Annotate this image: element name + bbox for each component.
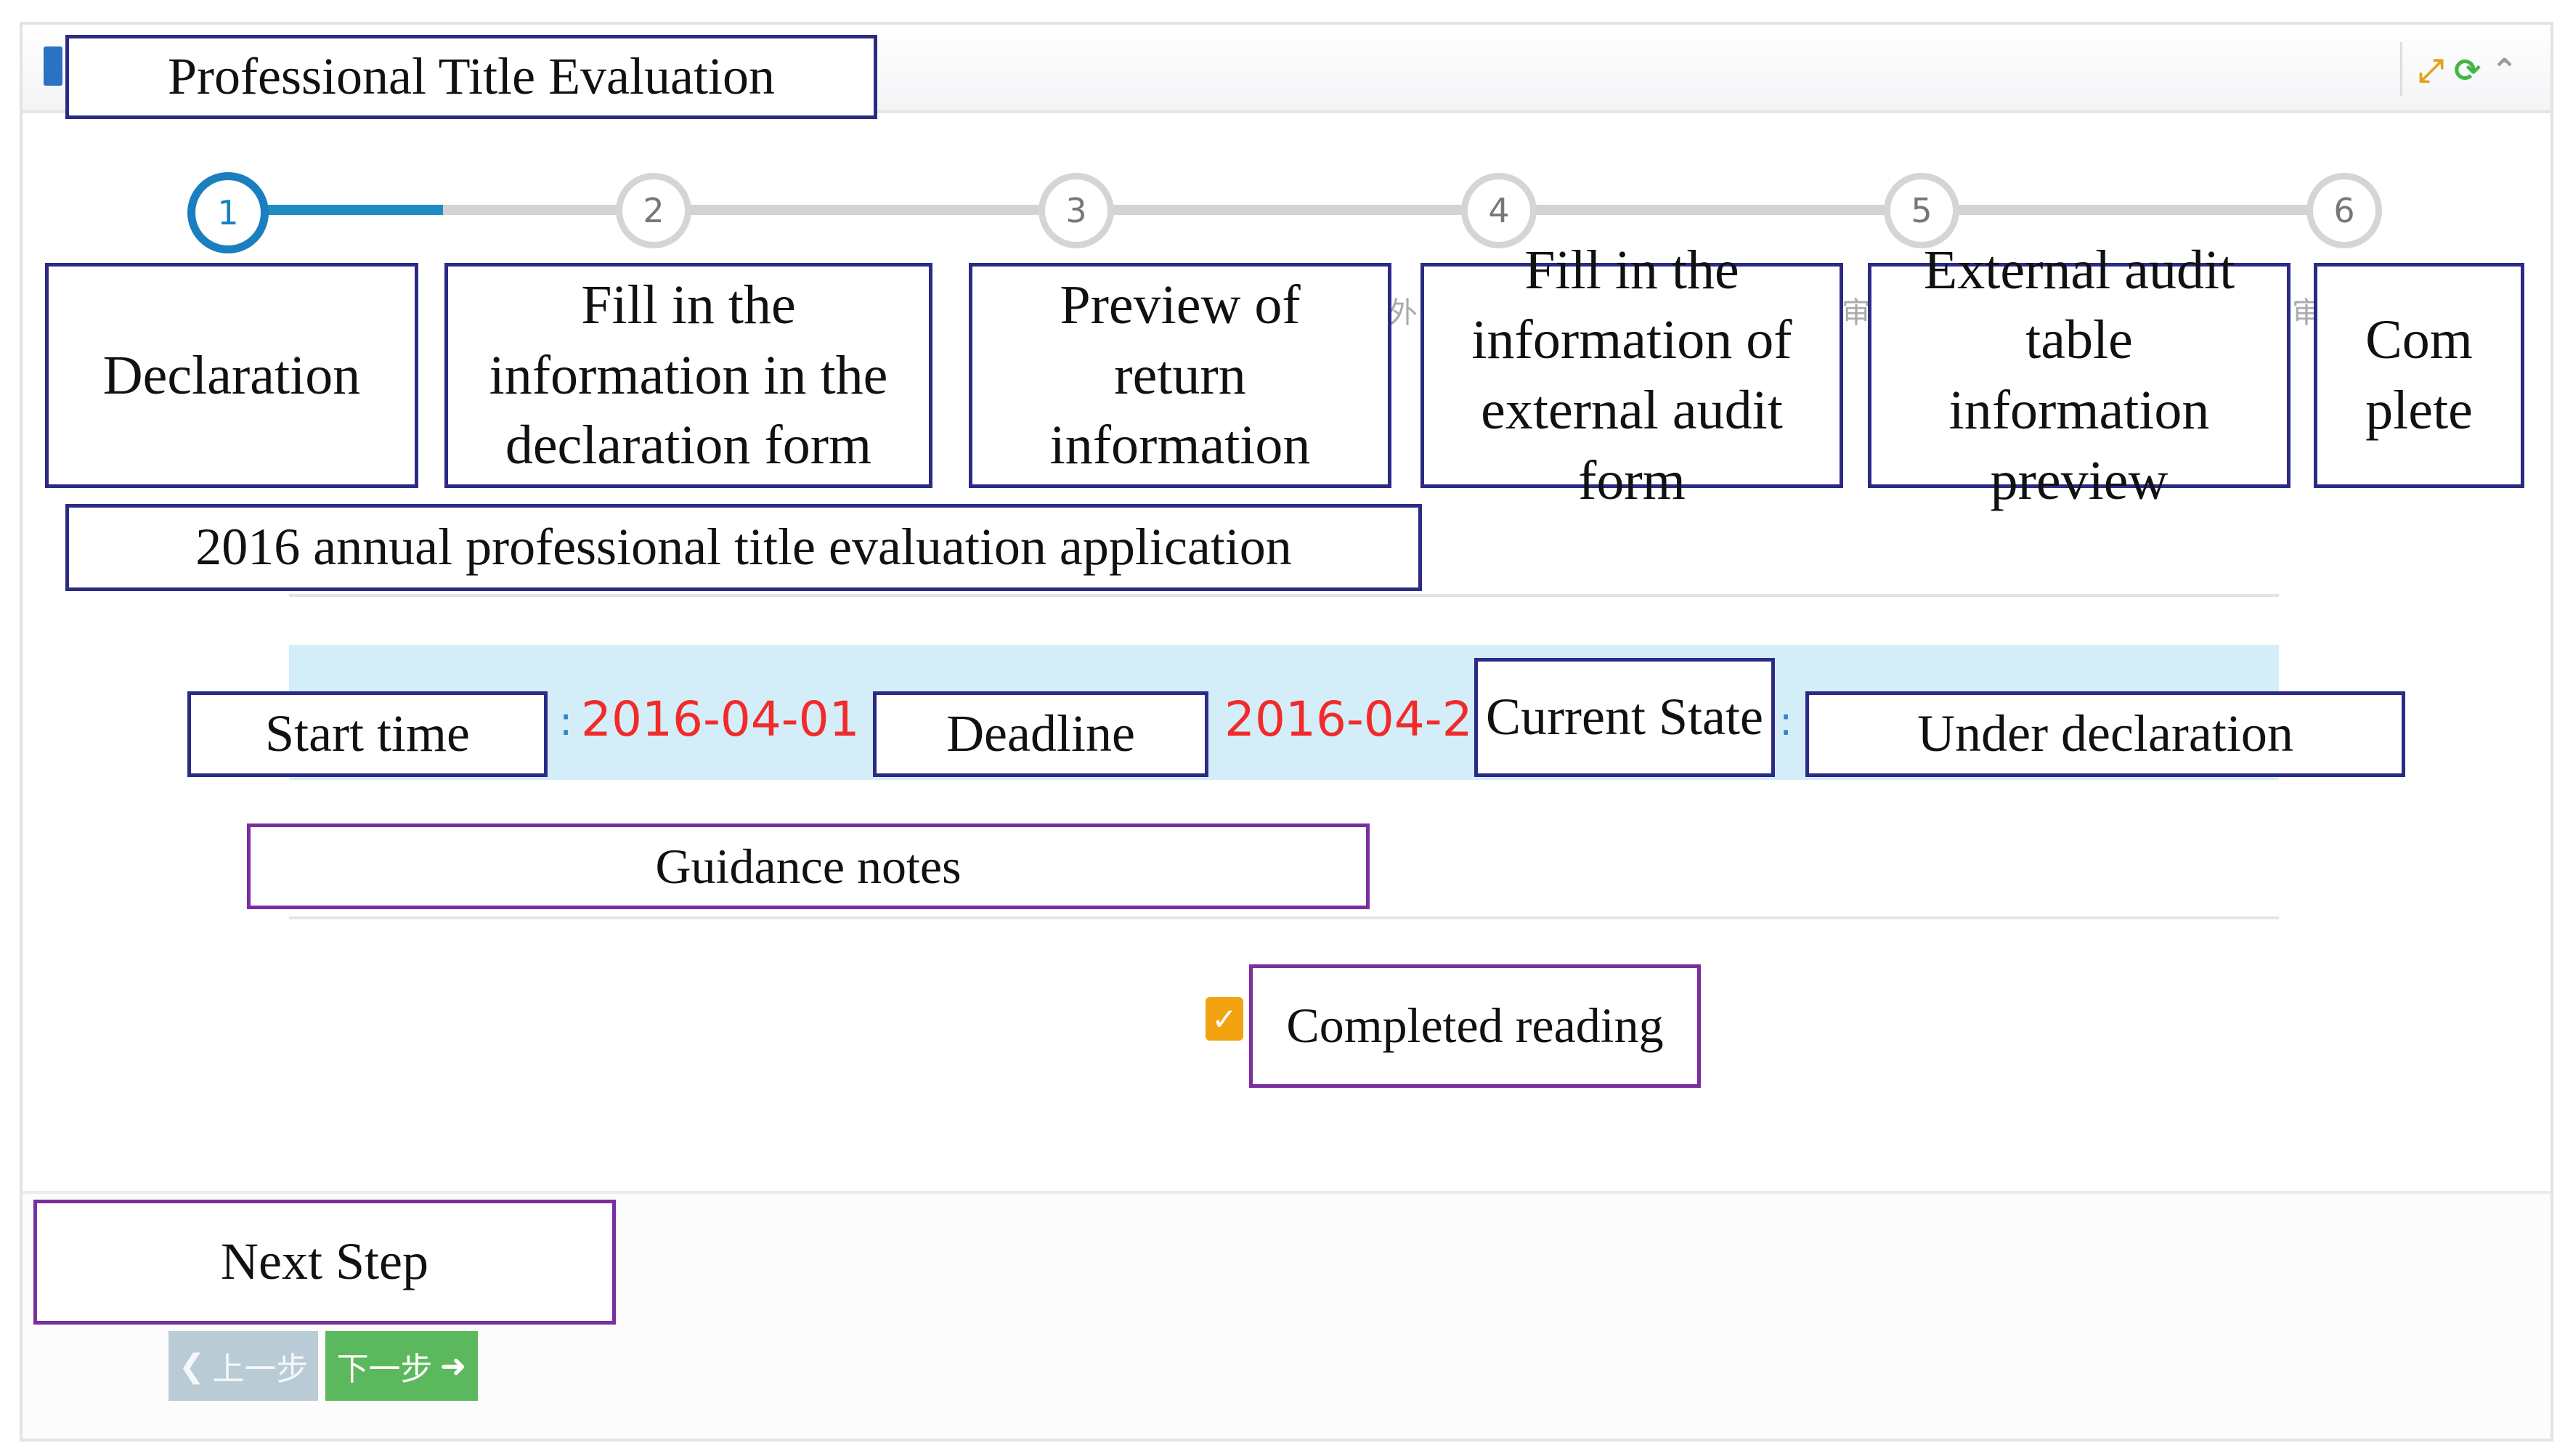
progress-track [229, 205, 2350, 215]
app-icon [44, 46, 62, 86]
divider [289, 594, 2279, 597]
step-circle-1[interactable]: 1 [187, 172, 269, 253]
step-circle-3[interactable]: 3 [1038, 173, 1114, 248]
resize-icon[interactable]: ⤢ [2418, 52, 2444, 89]
application-title: 2016 annual professional title evaluatio… [65, 504, 1422, 591]
completed-reading-label: Completed reading [1249, 964, 1701, 1088]
step-circle-5[interactable]: 5 [1884, 173, 1959, 248]
step-label-complete[interactable]: Com plete [2314, 263, 2524, 488]
window-controls: ⤢ ⟳ ⌃ [2418, 45, 2535, 96]
progress-track-active [229, 205, 443, 215]
previous-step-button[interactable]: ❮ 上一步 [168, 1331, 318, 1401]
start-time-value: 2016-04-01 [581, 691, 860, 747]
start-time-label: Start time [187, 691, 548, 777]
current-state-label: Current State [1474, 658, 1775, 777]
step-label-fill-declaration-form[interactable]: Fill in the information in the declarati… [444, 263, 932, 488]
step-label-fill-external-audit[interactable]: Fill in the information of external audi… [1420, 240, 1843, 511]
step-circle-6[interactable]: 6 [2306, 173, 2382, 248]
refresh-icon[interactable]: ⟳ [2454, 52, 2481, 89]
start-time-colon: : [559, 699, 573, 744]
ghost-char: 外 [1389, 296, 1418, 330]
completed-reading-checkbox[interactable]: ✓ [1206, 997, 1243, 1041]
collapse-icon[interactable]: ⌃ [2491, 52, 2518, 89]
ghost-char: 审 [1842, 296, 1871, 330]
next-step-label: Next Step [33, 1200, 616, 1325]
divider [289, 916, 2279, 919]
header-separator [2400, 42, 2402, 96]
step-label-preview-return[interactable]: Preview of return information [969, 263, 1391, 488]
step-label-external-audit-preview[interactable]: External audit table information preview [1868, 240, 2291, 511]
chevron-left-icon: ❮ [178, 1347, 206, 1385]
arrow-right-icon: ➜ [439, 1347, 467, 1385]
step-label-declaration[interactable]: Declaration [45, 263, 418, 488]
page-title: Professional Title Evaluation [65, 35, 877, 119]
current-state-value: Under declaration [1805, 691, 2405, 777]
next-step-button[interactable]: 下一步 ➜ [325, 1331, 478, 1401]
deadline-value: 2016-04-21 [1224, 691, 1503, 747]
step-circle-2[interactable]: 2 [616, 173, 691, 248]
current-state-colon: : [1779, 699, 1793, 744]
step-circle-4[interactable]: 4 [1461, 173, 1537, 248]
deadline-label: Deadline [873, 691, 1208, 777]
guidance-notes-label[interactable]: Guidance notes [247, 823, 1370, 909]
